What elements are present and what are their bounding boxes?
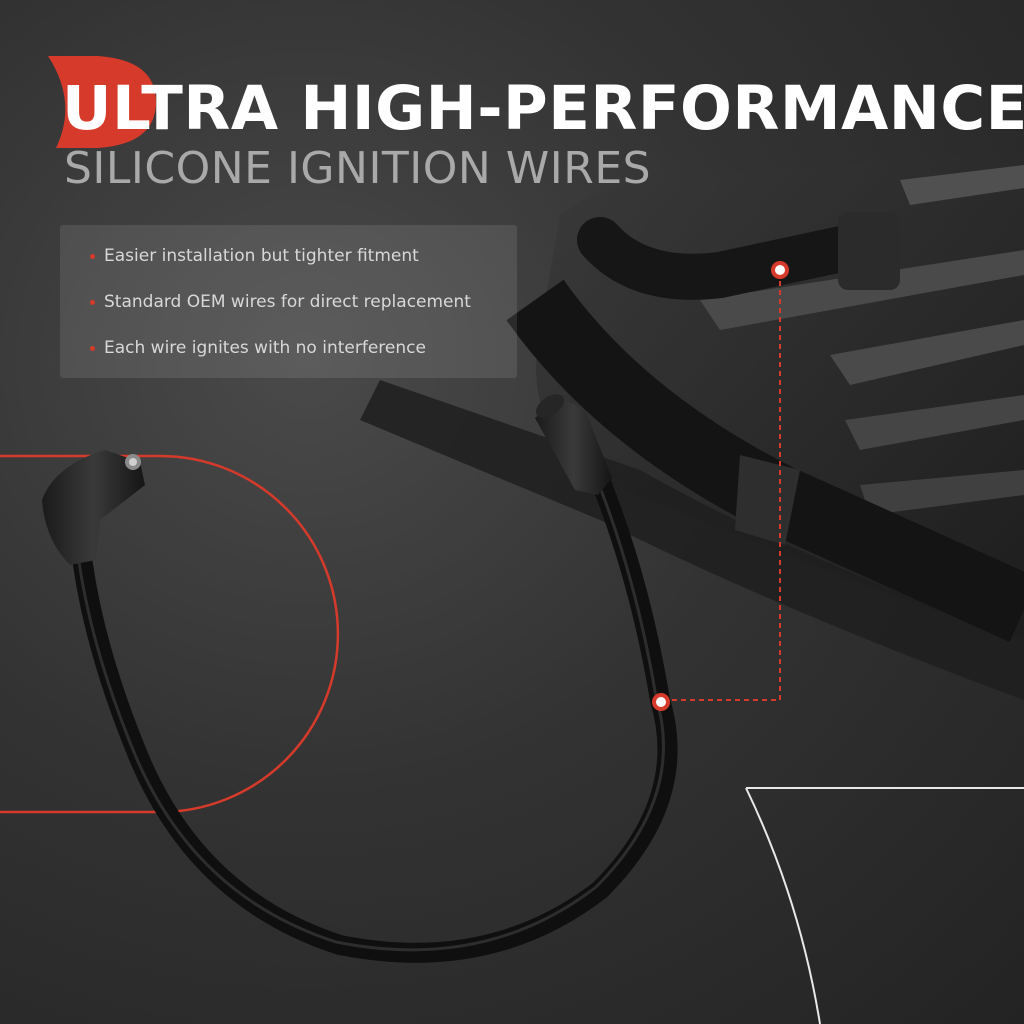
white-outline-shape: [745, 787, 1024, 1024]
headline-title: ULTRA HIGH-PERFORMANCE: [62, 73, 1024, 144]
engine-background: [360, 150, 1024, 700]
feature-text: Each wire ignites with no interference: [104, 338, 426, 358]
feature-text: Easier installation but tighter fitment: [104, 246, 419, 266]
feature-item: Each wire ignites with no interference: [90, 337, 497, 359]
feature-item: Easier installation but tighter fitment: [90, 245, 497, 267]
red-bullet-icon: [90, 254, 95, 259]
feature-list: Easier installation but tighter fitment …: [90, 245, 497, 359]
brand-logo-icon: [48, 56, 156, 148]
red-accent-arc: [0, 454, 340, 814]
callout-line: [652, 261, 789, 711]
red-bullet-icon: [90, 300, 95, 305]
feature-text: Standard OEM wires for direct replacemen…: [104, 292, 471, 312]
feature-item: Standard OEM wires for direct replacemen…: [90, 291, 497, 313]
ignition-wire: [42, 394, 678, 963]
feature-panel: Easier installation but tighter fitment …: [60, 225, 517, 378]
red-bullet-icon: [90, 346, 95, 351]
headline-subtitle: SILICONE IGNITION WIRES: [64, 143, 652, 194]
